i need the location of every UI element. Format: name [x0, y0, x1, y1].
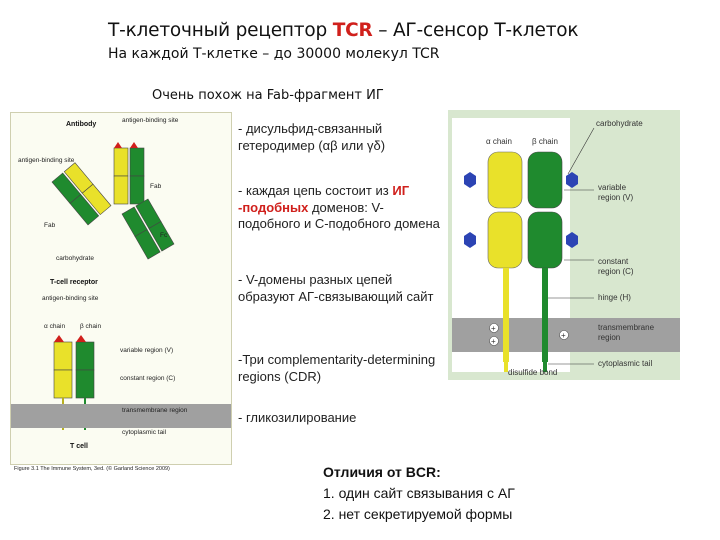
disulfide-bond-label: disulfide bond [508, 368, 558, 377]
charge-plus-icon [489, 336, 499, 346]
right-alpha-c-domain [487, 211, 523, 269]
right-alpha-tm [503, 308, 509, 362]
carbohydrate-icon [566, 172, 578, 188]
right-alpha-v-domain [487, 151, 523, 209]
bullet-binding-site: - V-домены разных цепей образуют АГ-связ… [238, 272, 434, 304]
tcr-beta-label: β chain [80, 323, 101, 330]
figure-caption: Figure 3.1 The Immune System, 3ed. (© Ga… [14, 465, 170, 472]
charge-plus-icon [559, 330, 569, 340]
constant-label: constant region (C) [120, 375, 175, 382]
charge-plus-symbol: + [491, 337, 496, 346]
ab-fc-domain-3 [134, 229, 161, 260]
ab-binding-tips [114, 142, 138, 148]
charge-plus-symbol: + [491, 324, 496, 333]
transmembrane-label: transmembrane region [122, 407, 188, 414]
right-hinge-label: hinge (H) [598, 293, 631, 302]
right-beta-label: β chain [532, 137, 558, 146]
bullet-cdr: -Три complementarity-determining regions… [238, 352, 436, 384]
ab-fab2-heavy-c [81, 183, 112, 216]
tcr-label: T-cell receptor [50, 279, 98, 286]
ab-heavy-c-domain [113, 175, 129, 205]
bullet-domains-highlight: ИГ -подобных [238, 183, 410, 215]
carbohydrate-label: carbohydrate [56, 255, 94, 262]
ab-light-v-domain [129, 147, 145, 177]
right-alpha-label: α chain [486, 137, 512, 146]
fab2-label: Fab [44, 222, 56, 229]
tcell-label: T cell [70, 443, 88, 450]
carbohydrate-icon [464, 232, 476, 248]
tcr-binding-tips [54, 335, 86, 342]
tcr-beta-c [75, 369, 95, 399]
right-beta-stalk [542, 268, 548, 308]
right-beta-tm [542, 308, 548, 362]
charge-plus-symbol: + [561, 331, 566, 340]
tcr-beta-v [75, 341, 95, 371]
similar-note: Очень похож на Fab-фрагмент ИГ [152, 88, 384, 103]
right-beta-v-domain [527, 151, 563, 209]
antibody-abs-label: antigen-binding site [122, 117, 179, 124]
right-beta-c-domain [527, 211, 563, 269]
difference-item-2: 2. нет секретируемой формы [323, 506, 513, 522]
bullet-glycosylation: - гликозилирование [238, 410, 357, 425]
antibody-abs-label-left: antigen-binding site [18, 157, 75, 164]
right-alpha-stalk [503, 268, 509, 308]
figure-antibody-tcr: Antibody antigen-binding site antigen-bi… [10, 112, 232, 472]
cytoplasmic-label: cytoplasmic tail [122, 429, 167, 436]
tcr-abs-label: antigen-binding site [42, 295, 99, 302]
fc-label: Fc [160, 232, 168, 239]
title-suffix: – АГ-сенсор Т-клеток [372, 20, 579, 41]
differences-block: Отличия от BCR: 1. один сайт связывания … [323, 462, 515, 525]
page-title: Т-клеточный рецептор TCR – АГ-сенсор Т-к… [108, 20, 579, 41]
title-highlight: TCR [332, 20, 373, 41]
title-prefix: Т-клеточный рецептор [108, 20, 333, 41]
variable-label: variable region (V) [120, 347, 173, 354]
right-cytoplasmic-label: cytoplasmic tail [598, 359, 652, 368]
ab-light-c-domain [129, 175, 145, 205]
ab-heavy-v-domain [113, 147, 129, 177]
antibody-label: Antibody [66, 121, 96, 128]
tcr-alpha-label: α chain [44, 323, 65, 330]
tcr-alpha-c [53, 369, 73, 399]
differences-heading: Отличия от BCR: [323, 464, 441, 480]
fab-label: Fab [150, 183, 162, 190]
bullet-domains: - каждая цепь состоит из ИГ -подобных до… [238, 183, 443, 233]
left-membrane [11, 404, 231, 428]
tcr-alpha-v [53, 341, 73, 371]
difference-item-1: 1. один сайт связывания с АГ [323, 485, 515, 501]
carbohydrate-icon [566, 232, 578, 248]
page-subtitle: На каждой Т-клетке – до 30000 молекул TC… [108, 46, 440, 62]
charge-plus-icon [489, 323, 499, 333]
carbohydrate-pointer [567, 127, 595, 175]
bullet-domains-part2: доменов: V-подобного и C-подобного домен… [238, 199, 440, 232]
ab-fc-domain-4 [148, 221, 175, 252]
bullet-domains-part1: - каждая цепь состоит из [238, 183, 393, 198]
ab-fab2-light-c [69, 194, 100, 226]
bullet-heterodimer: - дисульфид-связанный гетеродимер (αβ ил… [238, 121, 386, 153]
carbohydrate-icon [464, 172, 476, 188]
right-carbohydrate-label: carbohydrate [596, 119, 643, 128]
